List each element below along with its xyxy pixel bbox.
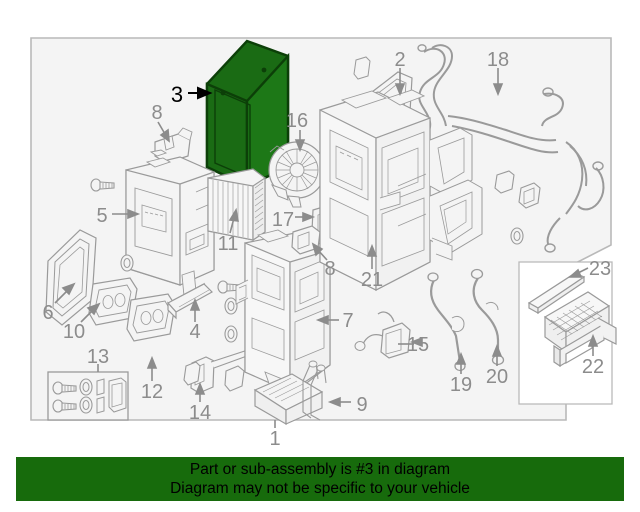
callout-4: 4 [189, 321, 200, 343]
part-5-control-module-housing [125, 149, 215, 297]
callout-7: 7 [342, 310, 353, 332]
sub-panel-heater-core [518, 261, 617, 405]
misc-parts-right [494, 170, 541, 245]
callout-21: 21 [361, 269, 383, 291]
misc-fasteners-left [90, 178, 245, 392]
part-4-actuator-link [167, 282, 213, 320]
callout-14: 14 [189, 402, 211, 424]
callout-18: 18 [487, 49, 509, 71]
callout-23: 23 [589, 258, 611, 280]
callout-16: 16 [286, 110, 308, 132]
part-6-air-duct-seal [45, 229, 97, 326]
callout-19: 19 [450, 374, 472, 396]
banner-line-1: Part or sub-assembly is #3 in diagram [189, 461, 451, 478]
callout-17: 17 [272, 209, 294, 231]
part-11-evaporator-core [207, 168, 266, 242]
part-12-vent-grille [126, 293, 176, 342]
callout-11: 11 [218, 233, 239, 255]
callout-labels: 1 2 3 4 5 6 7 8 8 9 10 11 12 13 14 15 16… [42, 49, 611, 450]
part-22-heater-core [543, 291, 617, 368]
callout-20: 20 [486, 366, 508, 388]
callout-8-lower: 8 [324, 258, 335, 280]
callout-1: 1 [269, 428, 280, 450]
callout-5: 5 [96, 205, 107, 227]
callout-leader-3 [188, 86, 213, 100]
callout-12: 12 [141, 381, 163, 403]
part-8-upper-clip [154, 127, 193, 164]
parts-diagram: 1 2 3 4 5 6 7 8 8 9 10 11 12 13 14 15 16… [30, 37, 617, 450]
callout-10: 10 [63, 321, 85, 343]
parts-diagram-canvas: 1 2 3 4 5 6 7 8 8 9 10 11 12 13 14 15 16… [30, 37, 617, 450]
callout-leaders [54, 68, 599, 428]
main-hvac-assembly [319, 89, 483, 291]
callout-8-upper: 8 [151, 102, 162, 124]
part-reference-banner: Part or sub-assembly is #3 in diagram Di… [16, 457, 624, 501]
callout-15: 15 [407, 334, 429, 356]
callout-9: 9 [356, 394, 367, 416]
callout-6: 6 [42, 302, 53, 324]
part-3-cabin-air-filter-highlight [205, 39, 290, 188]
part-10-vent-grille [88, 277, 138, 326]
callout-3-highlighted: 3 [171, 82, 183, 107]
part-16-blower-motor [268, 141, 326, 208]
callout-13: 13 [87, 346, 109, 368]
part-23-seal-strip [527, 270, 586, 315]
part-9-heater-core-pipes [253, 360, 327, 426]
part-13-hardware-kit-box [47, 371, 129, 421]
callout-2: 2 [394, 49, 405, 71]
banner-line-2: Diagram may not be specific to your vehi… [170, 480, 470, 497]
part-15-pressure-switch [354, 311, 411, 359]
part-7-hvac-case-center [235, 229, 331, 401]
callout-22: 22 [582, 356, 604, 378]
